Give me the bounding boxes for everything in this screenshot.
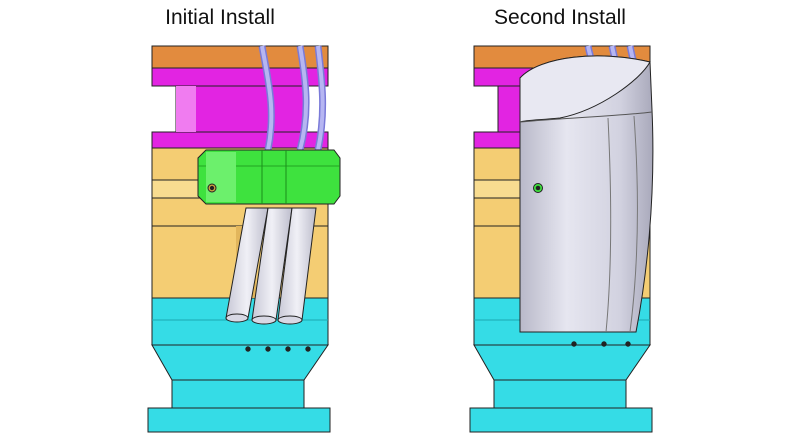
cover-top-face xyxy=(519,55,651,123)
second-install-label: Second Install xyxy=(494,6,626,29)
base-neck xyxy=(171,379,305,409)
cover-ridge xyxy=(629,115,638,333)
base-neck xyxy=(493,379,627,409)
tube-end xyxy=(251,315,277,325)
initial-install-label: Initial Install xyxy=(165,6,275,29)
magenta-lower xyxy=(151,131,329,149)
cover-seam xyxy=(519,111,653,123)
magenta-highlight xyxy=(176,86,196,132)
cyan-taper xyxy=(473,344,651,381)
bolt xyxy=(265,346,271,352)
initial-install-assembly xyxy=(147,45,341,433)
base-flange xyxy=(147,407,331,433)
cover-ridge xyxy=(605,117,612,333)
cover-bolt-center xyxy=(535,185,541,191)
bolt xyxy=(305,346,311,352)
tube-end xyxy=(225,313,249,323)
bolt xyxy=(285,346,291,352)
blue-tube xyxy=(260,45,274,151)
orange-cap xyxy=(151,45,329,69)
clamp-bolt-center xyxy=(209,185,215,191)
second-install-assembly xyxy=(469,45,654,433)
bolt xyxy=(625,341,631,347)
blue-tube xyxy=(316,45,325,151)
bolt xyxy=(601,341,607,347)
bolt xyxy=(245,346,251,352)
blue-tube xyxy=(298,45,309,151)
tube-end xyxy=(277,315,303,325)
bolt xyxy=(571,341,577,347)
base-flange xyxy=(469,407,653,433)
clamp-highlight xyxy=(206,152,236,202)
cyan-taper xyxy=(151,344,329,381)
